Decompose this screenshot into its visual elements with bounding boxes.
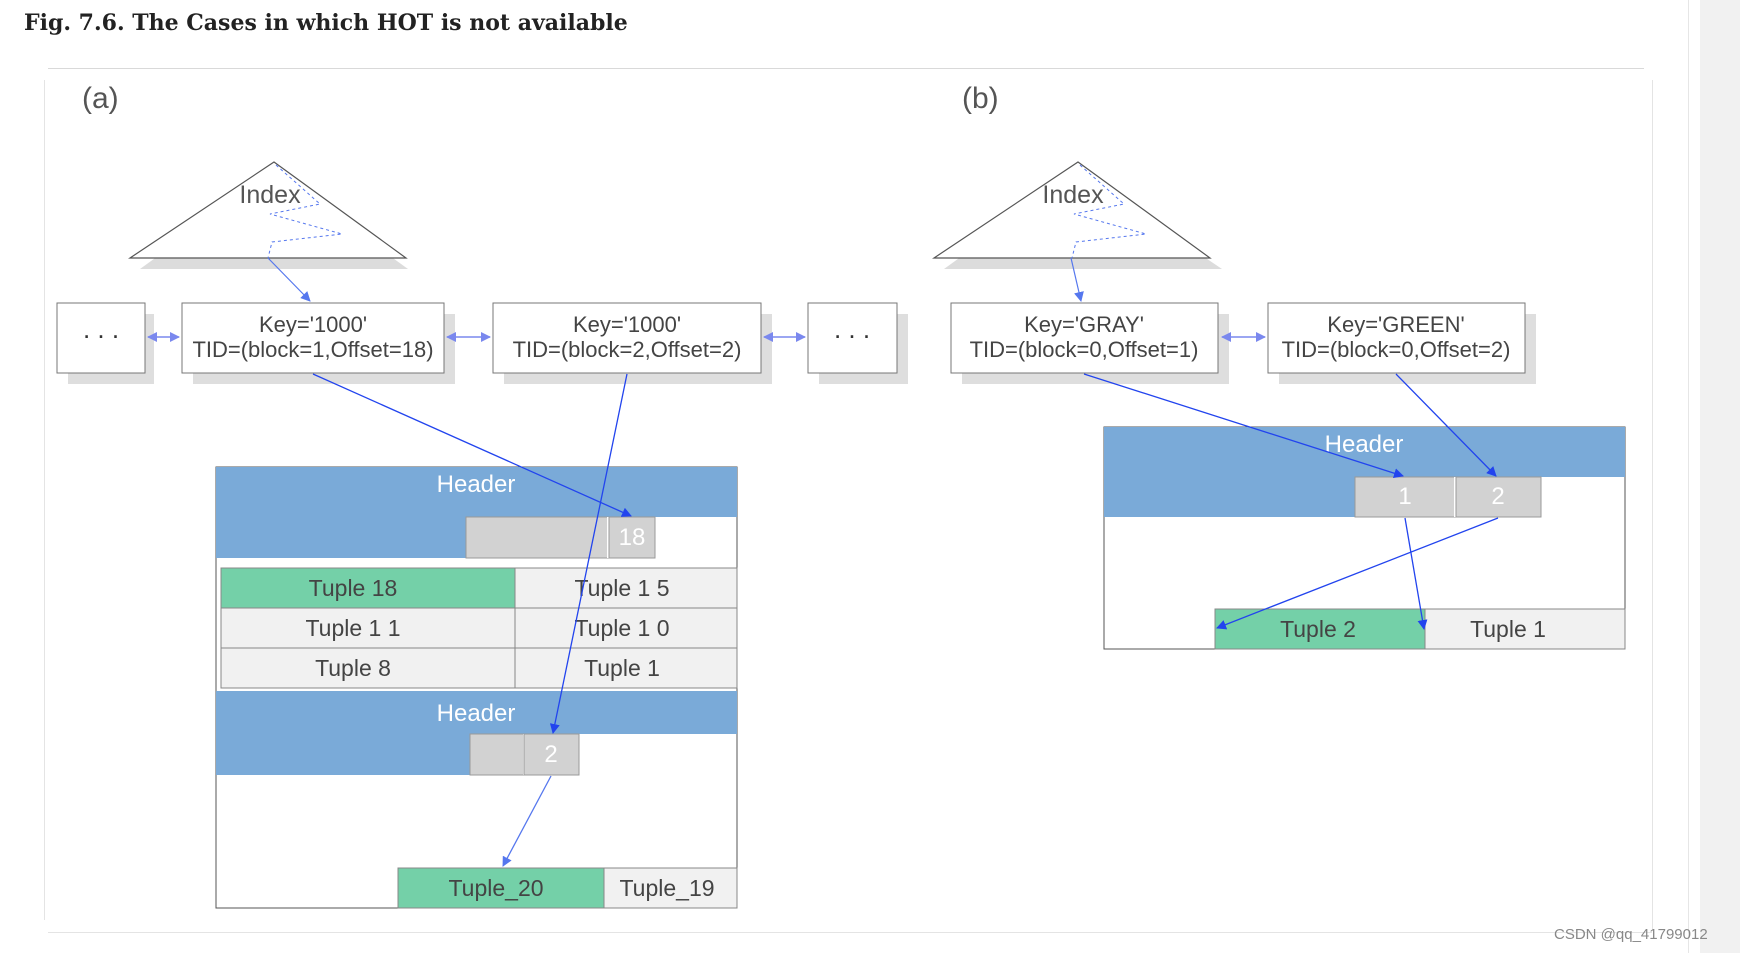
index-tuple-tid-a2: TID=(block=2,Offset=2) <box>513 337 742 362</box>
panel-a-label: (a) <box>82 82 119 115</box>
index-label-b: Index <box>1042 181 1104 209</box>
figure-frame-right <box>1652 80 1653 930</box>
ellipsis-left: . . . <box>83 314 119 344</box>
line-pointer-arrow-b1 <box>1404 517 1428 630</box>
index-label-a: Index <box>239 181 301 209</box>
figure-caption: Fig. 7.6. The Cases in which HOT is not … <box>24 10 628 36</box>
index-tuple-box-b1 <box>950 302 1229 384</box>
index-tuple-box-b2 <box>1267 302 1536 384</box>
ellipsis-right: . . . <box>834 314 870 344</box>
figure-frame-bottom <box>48 932 1652 933</box>
index-a-pointer-arrow <box>267 257 311 302</box>
index-tuple-box-a2 <box>492 302 772 384</box>
index-b-pointer-arrow <box>1070 257 1084 302</box>
index-triangle-a <box>128 161 408 269</box>
page-divider <box>1688 0 1689 953</box>
block-b-header: Header <box>1325 431 1404 458</box>
tid-arrow-b1 <box>1083 373 1404 479</box>
tuple-cell: Tuple 1 <box>1470 616 1546 642</box>
tuple-cell: Tuple 18 <box>309 575 398 601</box>
index-tuple-tid-a1: TID=(block=1,Offset=18) <box>192 337 433 362</box>
tuple-cell: Tuple_19 <box>619 875 714 901</box>
tid-arrow-b2 <box>1395 373 1497 477</box>
block-a2-header: Header <box>437 700 516 727</box>
index-tuple-box-a1 <box>181 302 455 384</box>
block-a1-header: Header <box>437 471 516 498</box>
line-pointer-arrow-a2 <box>502 775 552 867</box>
tuple-cell: Tuple 2 <box>1280 616 1356 642</box>
heap-block-a2 <box>216 691 738 909</box>
block-a2-slot: 2 <box>544 741 557 768</box>
tuple-cell: Tuple 1 0 <box>574 615 669 641</box>
block-b-slot-2: 2 <box>1491 483 1504 510</box>
tuple-cell: Tuple_20 <box>448 875 543 901</box>
index-tuple-tid-b1: TID=(block=0,Offset=1) <box>970 337 1199 362</box>
line-pointer-arrow-b2 <box>1216 517 1499 630</box>
tid-arrow-a2 <box>549 373 628 734</box>
heap-block-b <box>1103 426 1626 650</box>
scrollbar-track[interactable] <box>1700 0 1740 953</box>
figure-frame-left <box>44 80 45 920</box>
index-tuple-key-b1: Key='GRAY' <box>1024 312 1144 337</box>
tuple-cell: Tuple 8 <box>315 655 391 681</box>
tuple-cell: Tuple 1 5 <box>574 575 669 601</box>
ellipsis-box-left <box>56 302 154 384</box>
ellipsis-box-right <box>807 302 908 384</box>
tuple-cell: Tuple 1 <box>584 655 660 681</box>
block-b-slot-1: 1 <box>1398 483 1411 510</box>
tid-arrow-a1 <box>312 373 632 517</box>
heap-block-a1 <box>215 466 738 909</box>
index-triangle-b <box>932 161 1222 269</box>
watermark: CSDN @qq_41799012 <box>1554 926 1708 943</box>
index-tuple-key-a2: Key='1000' <box>573 312 681 337</box>
panel-b-label: (b) <box>962 82 999 115</box>
index-tuple-tid-b2: TID=(block=0,Offset=2) <box>1282 337 1511 362</box>
caption-divider <box>48 68 1644 69</box>
block-a1-slot: 18 <box>619 524 646 551</box>
tuple-cell: Tuple 1 1 <box>305 615 400 641</box>
index-tuple-key-b2: Key='GREEN' <box>1327 312 1464 337</box>
index-tuple-key-a1: Key='1000' <box>259 312 367 337</box>
